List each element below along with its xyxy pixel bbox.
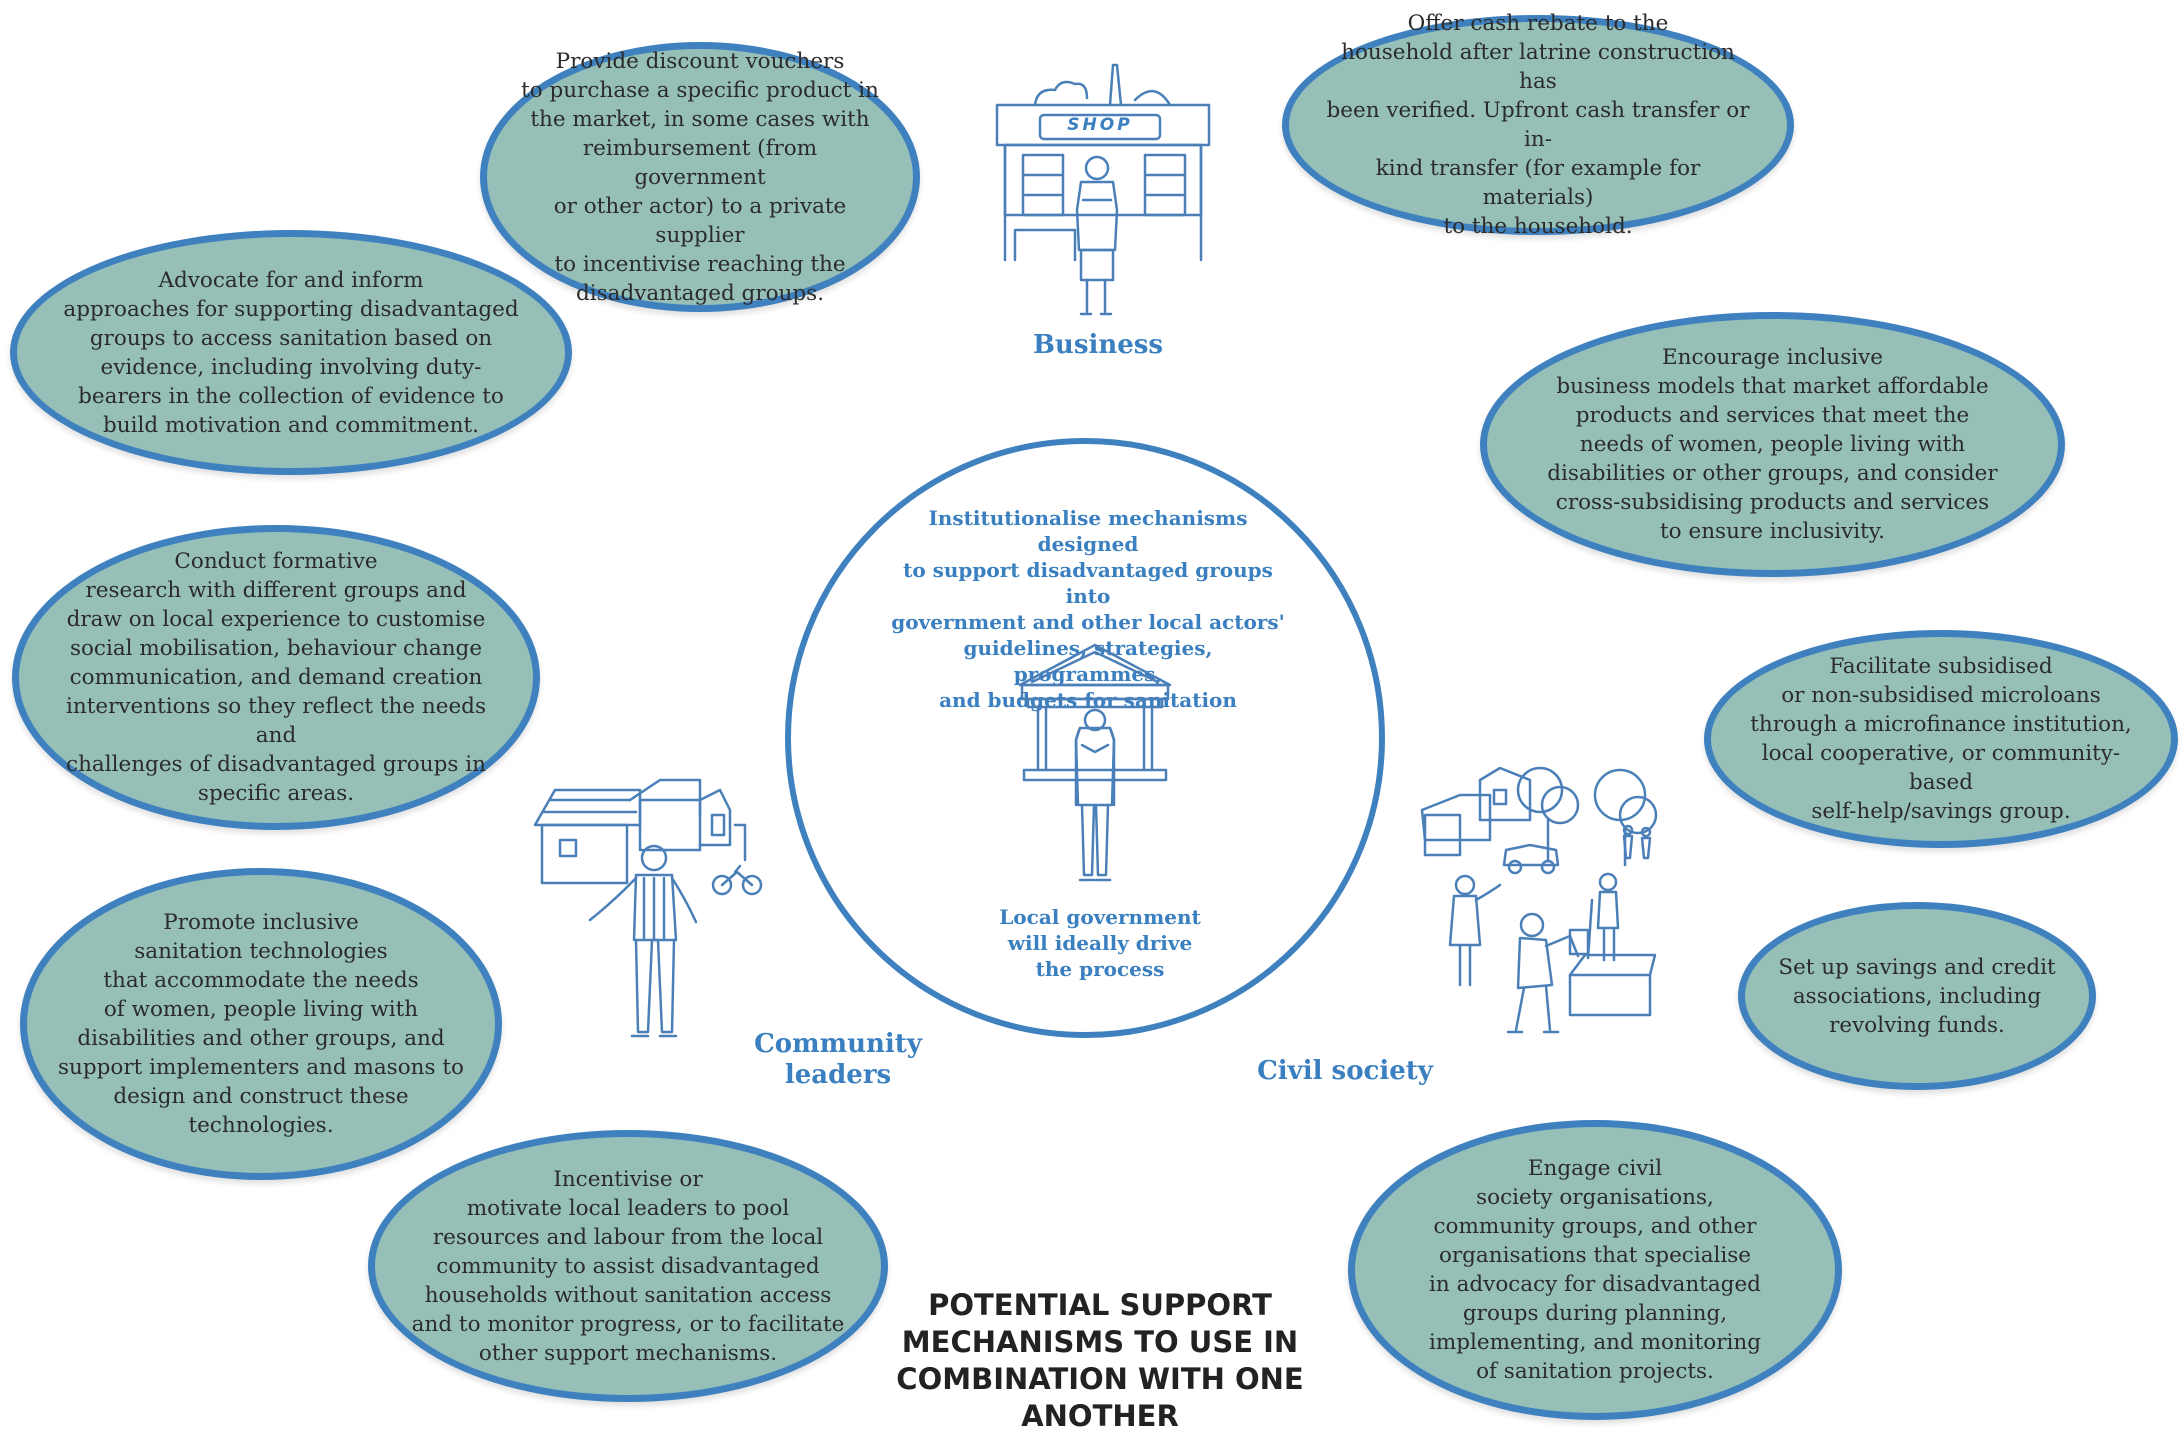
bubble-incentivise-leaders: Incentivise or motivate local leaders to … bbox=[368, 1130, 888, 1402]
bubble-cash-rebate: Offer cash rebate to the household after … bbox=[1282, 11, 1794, 239]
bubble-line: challenges of disadvantaged groups in bbox=[66, 752, 486, 777]
actor-community-line: Community bbox=[754, 1029, 922, 1059]
bubble-line: self-help/savings group. bbox=[1811, 799, 2071, 824]
actor-civil-society-label: Civil society bbox=[1257, 1056, 1433, 1086]
bubble-line: draw on local experience to customise bbox=[66, 607, 486, 632]
civil-society-illustration bbox=[1420, 766, 1658, 1034]
bubble-line: households without sanitation access bbox=[424, 1282, 832, 1308]
bubble-microloans: Facilitate subsidised or non-subsidised m… bbox=[1704, 630, 2178, 848]
center-circle bbox=[785, 438, 1385, 1038]
bubble-line: disabilities and other groups, and bbox=[77, 1026, 445, 1051]
bubble-line: motivate local leaders to pool bbox=[466, 1195, 790, 1221]
bubble-line: Engage civil bbox=[1527, 1156, 1663, 1181]
bubble-line: groups to access sanitation based on bbox=[89, 325, 493, 351]
bubble-line: bearers in the collection of evidence to bbox=[78, 383, 504, 409]
bubble-line: business models that market affordable bbox=[1556, 374, 1989, 399]
bubble-line: design and construct these bbox=[113, 1084, 409, 1109]
actor-community-leaders-label: Community leaders bbox=[738, 1029, 938, 1091]
bubble-line: interventions so they reflect the needs … bbox=[66, 694, 486, 748]
bubble-line: Offer cash rebate to the bbox=[1407, 11, 1669, 36]
bubble-line: Incentivise or bbox=[553, 1166, 703, 1192]
bubble-line: Provide discount vouchers bbox=[555, 48, 845, 74]
shop-sign: SHOP bbox=[1067, 115, 1133, 135]
center-line: Institutionalise mechanisms designed bbox=[928, 506, 1248, 556]
bubble-line: resources and labour from the local bbox=[432, 1224, 824, 1250]
bubble-line: support implementers and masons to bbox=[58, 1055, 464, 1080]
headline-line: COMBINATION WITH ONE bbox=[896, 1362, 1304, 1396]
bubble-line: cross-subsidising products and services bbox=[1555, 490, 1990, 515]
bubble-line: disabilities or other groups, and consid… bbox=[1547, 461, 1998, 486]
bubble-line: been verified. Upfront cash transfer or … bbox=[1326, 98, 1750, 152]
center-footer-line: Local government bbox=[999, 905, 1201, 929]
bubble-advocate-evidence: Advocate for and inform approaches for su… bbox=[10, 230, 572, 475]
bubble-line: to ensure inclusivity. bbox=[1660, 519, 1885, 544]
center-line: government and other local actors' bbox=[891, 610, 1285, 634]
bubble-line: evidence, including involving duty- bbox=[100, 354, 482, 380]
bubble-line: to the household. bbox=[1443, 214, 1633, 239]
diagram-headline: POTENTIAL SUPPORT MECHANISMS TO USE IN C… bbox=[870, 1287, 1330, 1435]
center-footer: Local government will ideally drive the … bbox=[960, 904, 1240, 982]
bubble-savings-credit: Set up savings and credit associations, i… bbox=[1738, 902, 2096, 1090]
bubble-line: communication, and demand creation bbox=[69, 665, 483, 690]
bubble-line: Facilitate subsidised bbox=[1829, 654, 2053, 679]
bubble-line: products and services that meet the bbox=[1575, 403, 1970, 428]
bubble-line: reimbursement (from government bbox=[582, 135, 818, 190]
bubble-line: approaches for supporting disadvantaged bbox=[63, 296, 519, 322]
actor-business-label: Business bbox=[1032, 330, 1164, 360]
bubble-line: to incentivise reaching the bbox=[554, 251, 846, 277]
bubble-line: groups during planning, bbox=[1462, 1301, 1728, 1326]
headline-line: ANOTHER bbox=[1021, 1399, 1179, 1433]
bubble-line: to purchase a specific product in bbox=[521, 77, 879, 103]
bubble-line: society organisations, bbox=[1476, 1185, 1714, 1210]
bubble-line: specific areas. bbox=[197, 781, 355, 806]
bubble-line: in advocacy for disadvantaged bbox=[1429, 1272, 1761, 1297]
bubble-line: community groups, and other bbox=[1433, 1214, 1757, 1239]
bubble-sanitation-technologies: Promote inclusive sanitation technologies… bbox=[20, 868, 502, 1180]
bubble-line: or other actor) to a private supplier bbox=[553, 193, 847, 248]
bubble-line: Set up savings and credit bbox=[1778, 954, 2056, 980]
bubble-inclusive-business-models: Encourage inclusive business models that … bbox=[1480, 312, 2065, 577]
bubble-line: kind transfer (for example for materials… bbox=[1375, 156, 1701, 210]
bubble-line: disadvantaged groups. bbox=[575, 280, 825, 306]
bubble-formative-research: Conduct formative research with different… bbox=[12, 525, 540, 830]
bubble-line: of women, people living with bbox=[103, 997, 419, 1022]
bubble-discount-vouchers: Provide discount vouchers to purchase a s… bbox=[480, 42, 920, 312]
bubble-line: or non-subsidised microloans bbox=[1781, 683, 2101, 708]
bubble-line: Promote inclusive bbox=[163, 910, 359, 935]
government-building-illustration bbox=[1018, 643, 1172, 882]
bubble-line: sanitation technologies bbox=[134, 939, 388, 964]
bubble-line: local cooperative, or community-based bbox=[1761, 741, 2121, 795]
center-line: to support disadvantaged groups into bbox=[903, 558, 1273, 608]
bubble-line: through a microfinance institution, bbox=[1750, 712, 2132, 737]
bubble-engage-civil-society: Engage civil society organisations, commun… bbox=[1348, 1120, 1842, 1420]
bubble-line: build motivation and commitment. bbox=[103, 412, 479, 438]
bubble-line: social mobilisation, behaviour change bbox=[69, 636, 483, 661]
bubble-line: and to monitor progress, or to facilitat… bbox=[411, 1311, 845, 1337]
bubble-line: that accommodate the needs bbox=[103, 968, 419, 993]
headline-line: POTENTIAL SUPPORT bbox=[928, 1288, 1272, 1322]
bubble-line: associations, including bbox=[1792, 983, 2042, 1009]
bubble-line: organisations that specialise bbox=[1438, 1243, 1752, 1268]
bubble-line: needs of women, people living with bbox=[1579, 432, 1966, 457]
actor-community-line: leaders bbox=[784, 1060, 892, 1090]
bubble-line: technologies. bbox=[188, 1113, 334, 1138]
bubble-line: of sanitation projects. bbox=[1476, 1359, 1714, 1384]
bubble-line: research with different groups and bbox=[85, 578, 467, 603]
bubble-line: Advocate for and inform bbox=[158, 267, 424, 293]
bubble-line: household after latrine construction has bbox=[1341, 40, 1735, 94]
shop-illustration bbox=[995, 63, 1211, 316]
bubble-line: the market, in some cases with bbox=[530, 106, 870, 132]
center-footer-line: the process bbox=[1035, 957, 1165, 981]
village-illustration bbox=[533, 778, 763, 1038]
headline-line: MECHANISMS TO USE IN bbox=[901, 1325, 1299, 1359]
bubble-line: other support mechanisms. bbox=[478, 1340, 778, 1366]
bubble-line: implementing, and monitoring bbox=[1428, 1330, 1762, 1355]
bubble-line: revolving funds. bbox=[1829, 1012, 2005, 1038]
center-footer-line: will ideally drive bbox=[1007, 931, 1193, 955]
bubble-line: Encourage inclusive bbox=[1661, 345, 1884, 370]
bubble-line: Conduct formative bbox=[174, 549, 378, 574]
bubble-line: community to assist disadvantaged bbox=[436, 1253, 820, 1279]
